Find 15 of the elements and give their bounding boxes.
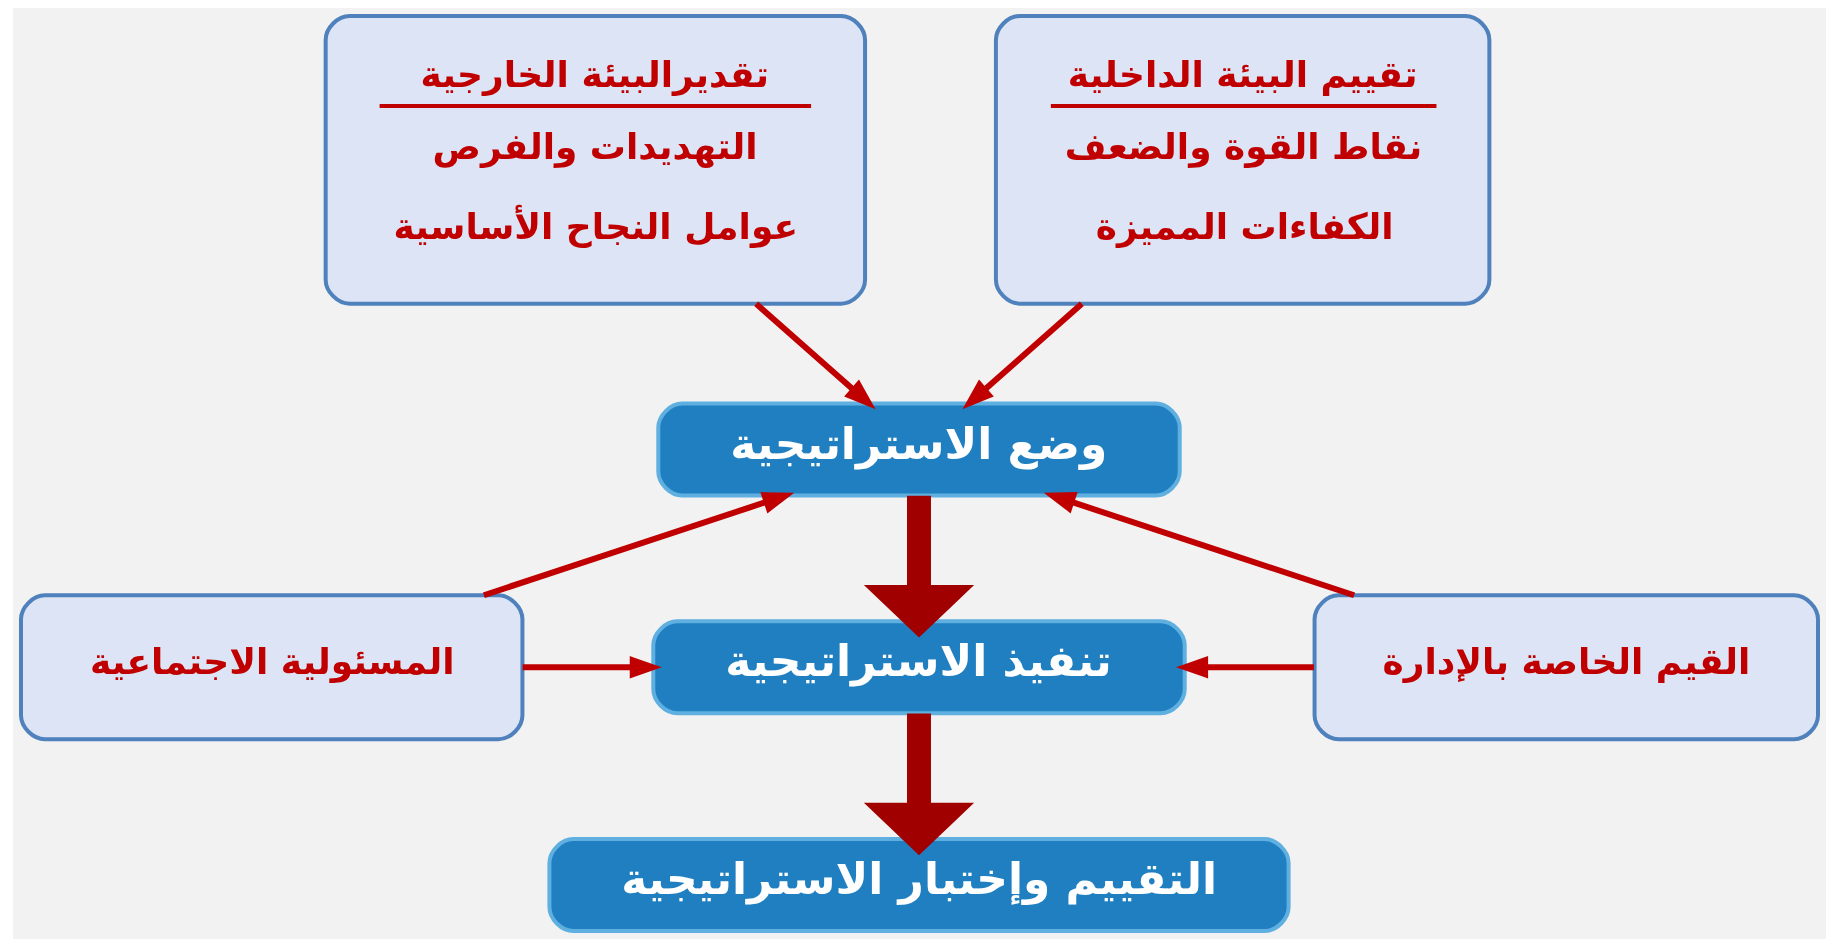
arrow	[863, 713, 975, 856]
node-box: تقييم البيئة الداخلية نقاط القوة والضعف الكفاءات المميزة	[993, 14, 1492, 306]
node-box: تقديرالبيئة الخارجية التهديدات والفرص عوامل النجاح الأساسية	[323, 14, 868, 306]
arrow	[754, 301, 876, 410]
node-box: القيم الخاصة بالإدارة	[1312, 593, 1820, 742]
arrow	[522, 656, 662, 679]
node-box: تنفيذ الاستراتيجية	[651, 619, 1187, 716]
node-box: المسئولية الاجتماعية	[19, 593, 525, 742]
node-box: وضع الاستراتيجية	[656, 401, 1182, 498]
arrow	[1043, 492, 1356, 599]
arrow	[1176, 656, 1314, 679]
node-box: التقييم وإختبار الاستراتيجية	[547, 837, 1291, 933]
arrow	[863, 495, 975, 638]
arrow	[962, 301, 1084, 410]
arrow	[482, 492, 795, 599]
